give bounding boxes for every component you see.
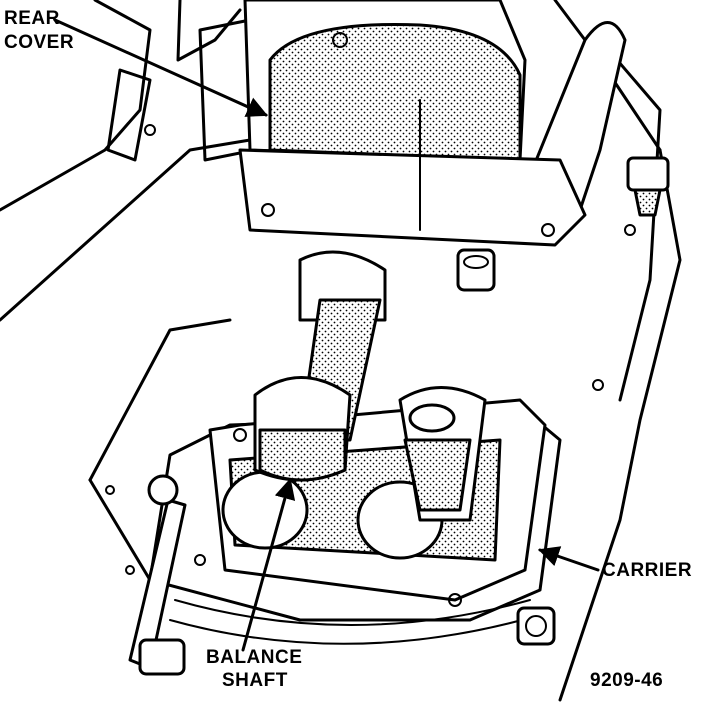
bolt-center	[456, 248, 496, 292]
rear-cover-leader	[53, 18, 268, 117]
bolt-upper-right	[626, 156, 670, 217]
balance-shaft-label-line1: BALANCE	[206, 647, 303, 668]
figure-number: 9209-46	[590, 670, 664, 691]
carrier-label: CARRIER	[602, 560, 693, 581]
balance-shaft	[253, 250, 487, 522]
balance-shaft-label-line2: SHAFT	[222, 670, 288, 691]
rear-cover-label-line1: REAR	[4, 8, 60, 29]
balance-shaft-leader	[241, 477, 296, 652]
rear-cover-label-line2: COVER	[4, 32, 75, 53]
rear-cover	[238, 0, 587, 247]
mounting-stud-left	[128, 474, 187, 676]
mounting-stud-right	[516, 606, 556, 646]
carrier	[148, 398, 562, 645]
carrier-leader	[538, 546, 600, 572]
